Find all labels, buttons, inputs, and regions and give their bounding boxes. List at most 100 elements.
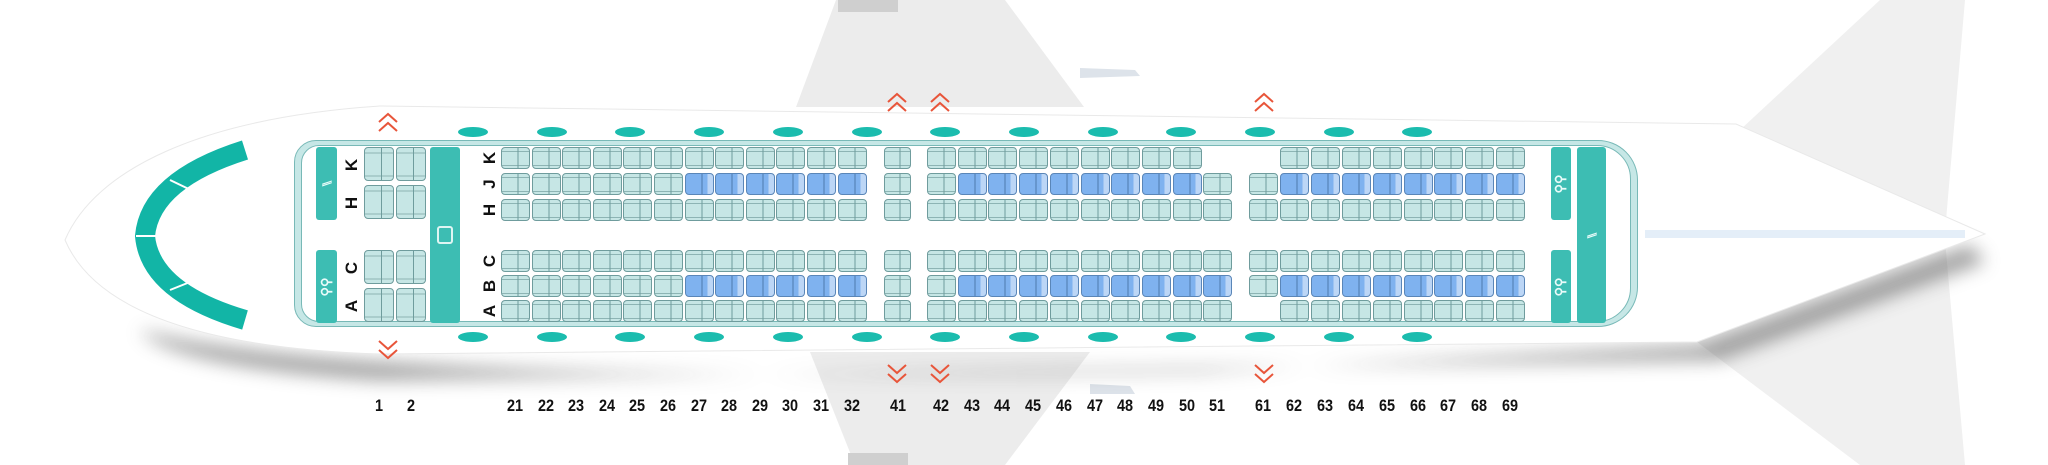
seat-31B[interactable] (807, 275, 836, 297)
seat-23A[interactable] (562, 300, 592, 322)
seat-67K[interactable] (1434, 147, 1464, 169)
seat-63H[interactable] (1310, 199, 1340, 221)
seat-24K[interactable] (592, 147, 622, 169)
seat-45J[interactable] (1019, 173, 1049, 195)
seat-1K[interactable] (364, 147, 394, 181)
seat-29H[interactable] (745, 199, 775, 221)
seat-29K[interactable] (745, 147, 775, 169)
seat-27K[interactable] (684, 147, 714, 169)
seat-2H[interactable] (396, 185, 426, 219)
seat-25K[interactable] (623, 147, 653, 169)
seat-69H[interactable] (1496, 199, 1526, 221)
seat-21C[interactable] (501, 250, 530, 272)
seat-1H[interactable] (364, 185, 394, 219)
seat-22A[interactable] (531, 300, 561, 322)
seat-21J[interactable] (501, 173, 530, 195)
seat-32H[interactable] (837, 199, 867, 221)
seat-61J[interactable] (1249, 173, 1278, 195)
seat-51A[interactable] (1203, 300, 1233, 322)
seat-42B[interactable] (927, 275, 956, 297)
seat-61C[interactable] (1249, 250, 1278, 272)
seat-45K[interactable] (1019, 147, 1049, 169)
seat-66A[interactable] (1403, 300, 1433, 322)
seat-42H[interactable] (927, 199, 956, 221)
seat-62A[interactable] (1279, 300, 1309, 322)
seat-29B[interactable] (745, 275, 775, 297)
seat-46J[interactable] (1049, 173, 1079, 195)
seat-65A[interactable] (1372, 300, 1402, 322)
seat-32B[interactable] (837, 275, 867, 297)
seat-61B[interactable] (1249, 275, 1278, 297)
seat-27C[interactable] (684, 250, 714, 272)
seat-64K[interactable] (1341, 147, 1371, 169)
seat-23J[interactable] (562, 173, 592, 195)
seat-62K[interactable] (1279, 147, 1309, 169)
seat-50A[interactable] (1172, 300, 1202, 322)
seat-66J[interactable] (1403, 173, 1433, 195)
seat-47A[interactable] (1080, 300, 1110, 322)
seat-22J[interactable] (531, 173, 561, 195)
seat-62B[interactable] (1279, 275, 1309, 297)
seat-63B[interactable] (1310, 275, 1340, 297)
seat-32A[interactable] (837, 300, 867, 322)
seat-45B[interactable] (1019, 275, 1049, 297)
seat-21A[interactable] (501, 300, 530, 322)
seat-65K[interactable] (1372, 147, 1402, 169)
seat-50C[interactable] (1172, 250, 1202, 272)
seat-49A[interactable] (1141, 300, 1171, 322)
seat-44K[interactable] (988, 147, 1018, 169)
seat-28K[interactable] (715, 147, 745, 169)
seat-22H[interactable] (531, 199, 561, 221)
seat-45H[interactable] (1019, 199, 1049, 221)
seat-65B[interactable] (1372, 275, 1402, 297)
seat-26B[interactable] (654, 275, 683, 297)
seat-23C[interactable] (562, 250, 592, 272)
seat-24A[interactable] (592, 300, 622, 322)
seat-42A[interactable] (927, 300, 956, 322)
seat-24J[interactable] (592, 173, 622, 195)
seat-28B[interactable] (715, 275, 745, 297)
seat-47K[interactable] (1080, 147, 1110, 169)
seat-30B[interactable] (776, 275, 806, 297)
seat-27H[interactable] (684, 199, 714, 221)
seat-1C[interactable] (364, 250, 394, 284)
seat-44C[interactable] (988, 250, 1018, 272)
seat-41H[interactable] (884, 199, 911, 221)
seat-41C[interactable] (884, 250, 911, 272)
seat-47B[interactable] (1080, 275, 1110, 297)
seat-30K[interactable] (776, 147, 806, 169)
seat-66C[interactable] (1403, 250, 1433, 272)
seat-28H[interactable] (715, 199, 745, 221)
seat-29A[interactable] (745, 300, 775, 322)
seat-66B[interactable] (1403, 275, 1433, 297)
seat-24B[interactable] (592, 275, 622, 297)
seat-31A[interactable] (807, 300, 836, 322)
seat-26C[interactable] (654, 250, 683, 272)
seat-63J[interactable] (1310, 173, 1340, 195)
seat-49B[interactable] (1141, 275, 1171, 297)
seat-43C[interactable] (957, 250, 987, 272)
seat-25A[interactable] (623, 300, 653, 322)
seat-30A[interactable] (776, 300, 806, 322)
seat-43H[interactable] (957, 199, 987, 221)
seat-65J[interactable] (1372, 173, 1402, 195)
seat-27J[interactable] (684, 173, 714, 195)
seat-68K[interactable] (1465, 147, 1495, 169)
seat-31J[interactable] (807, 173, 836, 195)
seat-64A[interactable] (1341, 300, 1371, 322)
seat-26H[interactable] (654, 199, 683, 221)
seat-69A[interactable] (1496, 300, 1526, 322)
seat-22C[interactable] (531, 250, 561, 272)
seat-31K[interactable] (807, 147, 836, 169)
seat-43A[interactable] (957, 300, 987, 322)
seat-25C[interactable] (623, 250, 653, 272)
seat-67B[interactable] (1434, 275, 1464, 297)
seat-62C[interactable] (1279, 250, 1309, 272)
seat-42C[interactable] (927, 250, 956, 272)
seat-63K[interactable] (1310, 147, 1340, 169)
seat-31C[interactable] (807, 250, 836, 272)
seat-23H[interactable] (562, 199, 592, 221)
seat-62J[interactable] (1279, 173, 1309, 195)
seat-27B[interactable] (684, 275, 714, 297)
seat-44H[interactable] (988, 199, 1018, 221)
